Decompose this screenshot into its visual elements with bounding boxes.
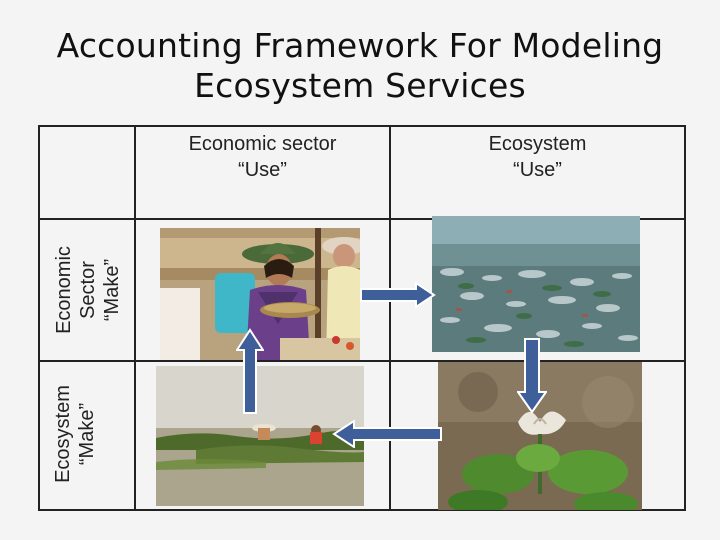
title-line-1: Accounting Framework For Modeling [56,26,664,65]
grid-line-middle [40,360,686,362]
grid-line-row-header [134,125,136,511]
arrow-right-icon [360,282,436,308]
grid-line-bottom [40,509,686,511]
slide-title: Accounting Framework For Modeling Ecosys… [0,26,720,106]
grid-line-left [38,125,40,511]
row-header-economic-sector-make: Economic Sector “Make” [53,246,123,334]
column-header-economic-sector-use: Economic sector “Use” [188,133,337,181]
column-header-ecosystem-use: Ecosystem “Use” [488,133,587,181]
row-header-ecosystem-make: Ecosystem “Make” [52,385,98,483]
arrow-down-icon [517,338,547,414]
grid-line-right [684,125,686,511]
arrow-up-icon [236,328,264,414]
grid-line-top [40,125,686,127]
arrow-left-icon [332,420,442,448]
grid-line-header-bottom [40,218,686,220]
grid-line-column-divider [389,125,391,511]
photo-floating-vegetation [156,366,364,506]
title-line-2: Ecosystem Services [194,66,526,105]
photo-market-vendor [160,228,360,360]
photo-polluted-water [432,216,640,352]
